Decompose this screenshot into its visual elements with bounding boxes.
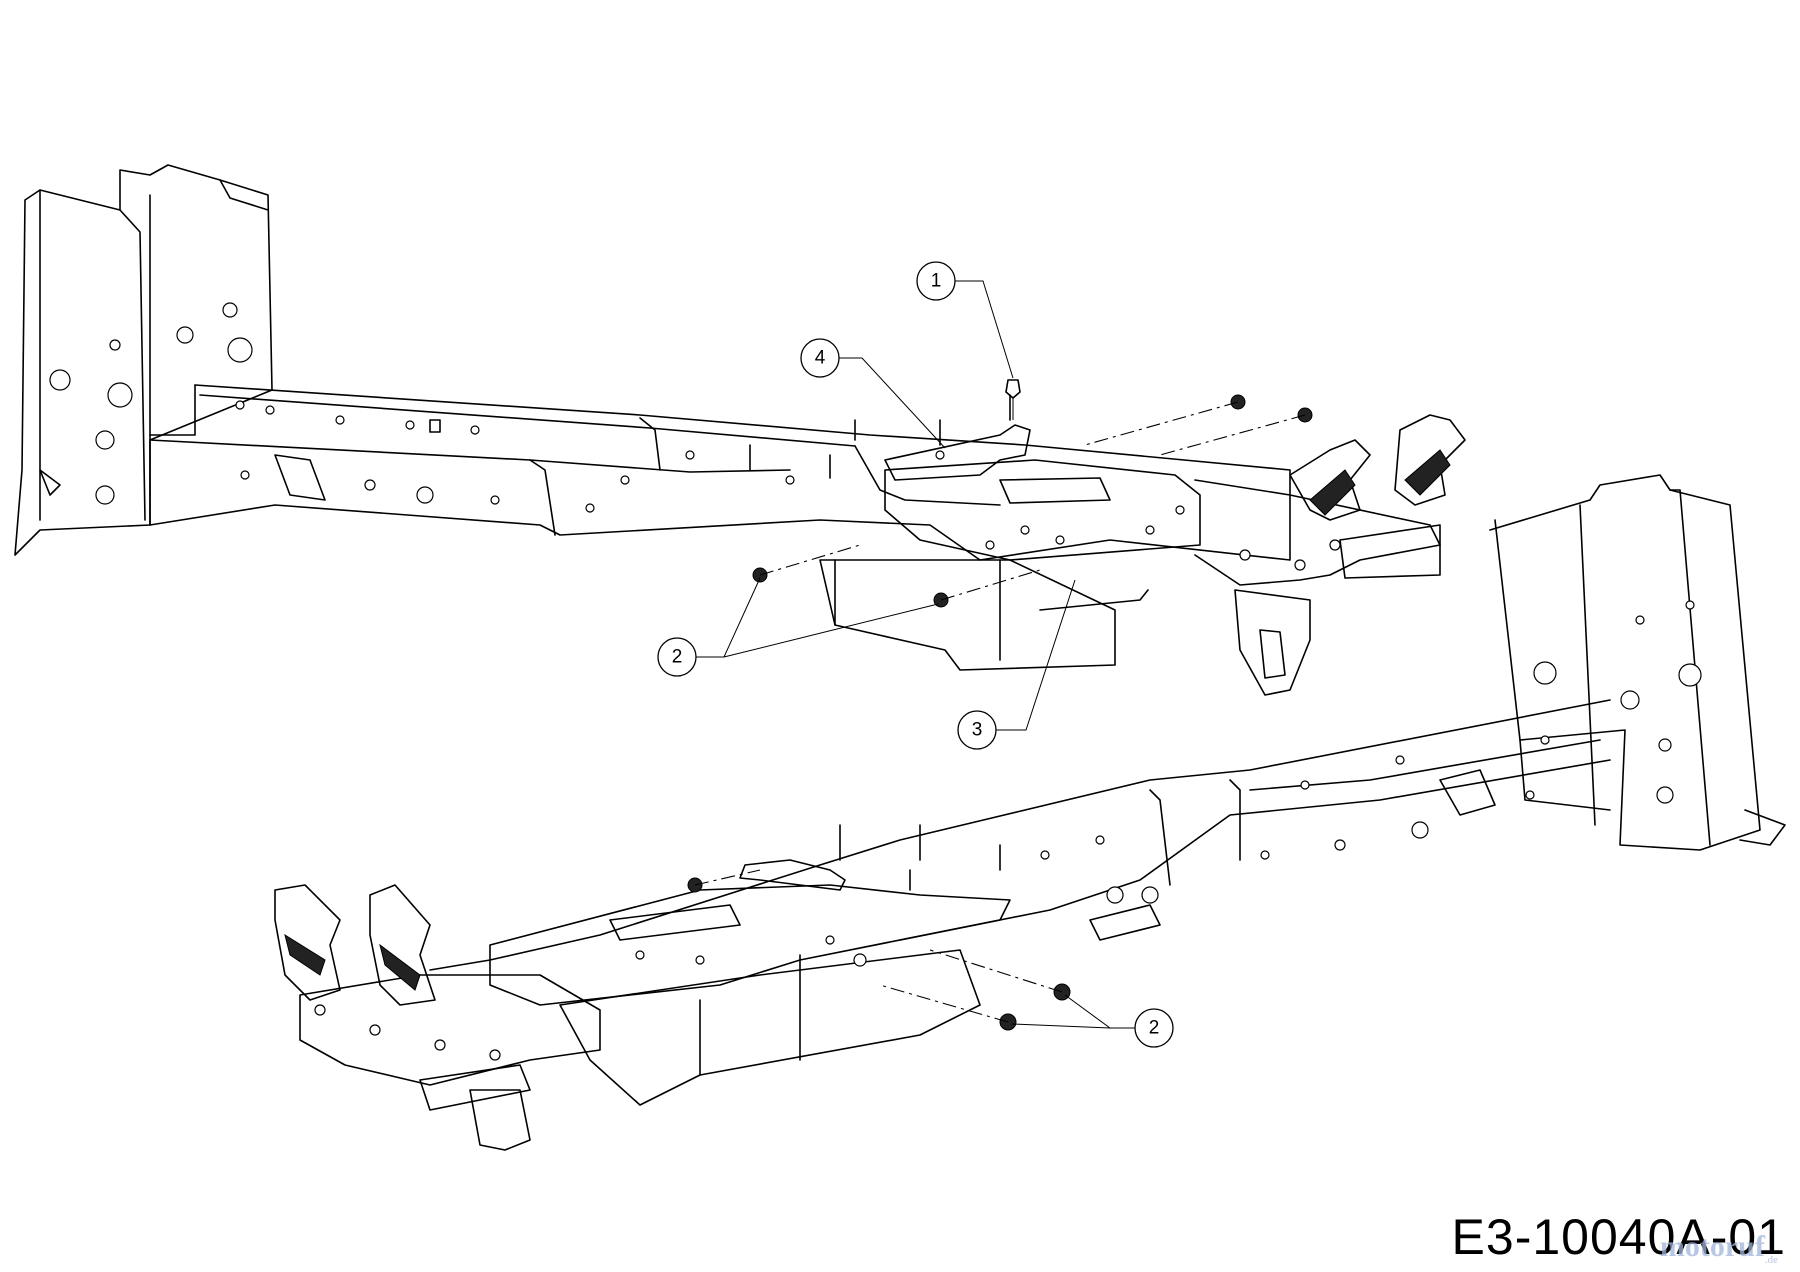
callouts: 1 4 2 3 2 xyxy=(657,261,1174,1048)
callout-4-label: 4 xyxy=(815,348,826,369)
watermark-logo: motoruf.de xyxy=(1660,1230,1778,1266)
callout-3-label: 3 xyxy=(972,720,983,741)
watermark-text: motoruf xyxy=(1659,1230,1765,1263)
callout-1[interactable]: 1 xyxy=(916,261,1014,379)
callout-2-lower-label: 2 xyxy=(1149,1018,1160,1039)
callout-2-upper[interactable]: 2 xyxy=(657,577,939,677)
watermark-suffix: .de xyxy=(1764,1254,1778,1266)
callout-2-upper-label: 2 xyxy=(672,647,683,668)
upper-frame-rail xyxy=(14,164,1466,696)
callout-3[interactable]: 3 xyxy=(957,579,1076,750)
drawing-code: E3-10040A-01 xyxy=(1451,1209,1786,1265)
lower-frame-rail xyxy=(274,474,1786,1151)
callout-2-lower[interactable]: 2 xyxy=(1011,994,1174,1048)
callout-1-label: 1 xyxy=(931,271,942,292)
callout-4[interactable]: 4 xyxy=(800,338,946,449)
